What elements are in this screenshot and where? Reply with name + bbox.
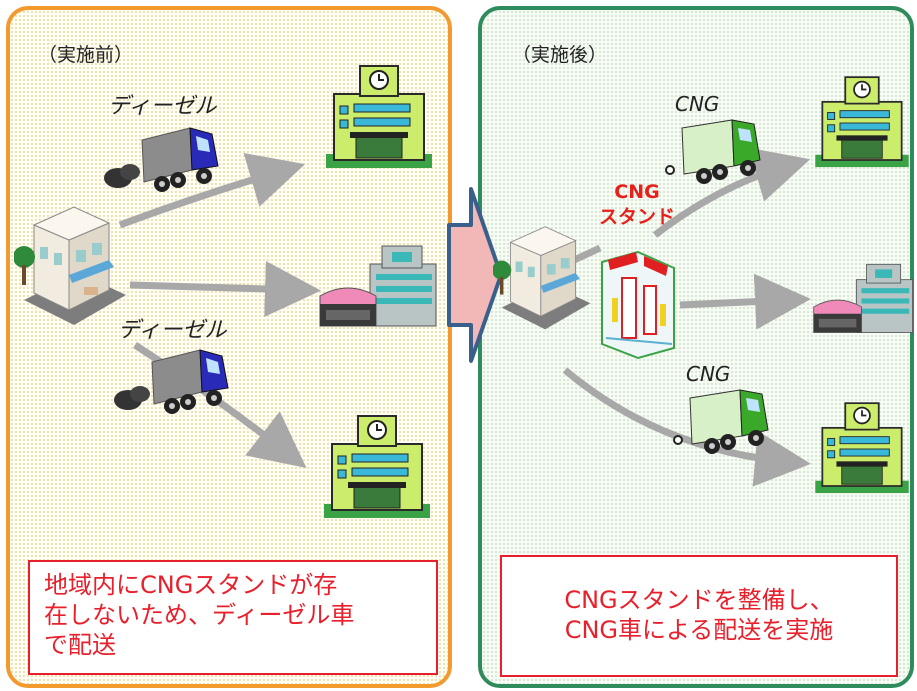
cng-stand-icon (601, 250, 675, 360)
cng-stand-label: CNG スタンド (592, 180, 682, 230)
depot-building-icon (493, 226, 591, 330)
before-title: （実施前） (38, 44, 134, 66)
before-caption-line: 地域内にCNGスタンドが存 (44, 571, 338, 599)
depot-building-icon (14, 206, 126, 325)
before-caption: 地域内にCNGスタンドが存 在しないため、ディーゼル車 で配送 (28, 560, 438, 675)
before-caption-line: 在しないため、ディーゼル車 (44, 601, 355, 629)
diesel-truck-icon (114, 349, 229, 414)
cng-truck-icon (673, 389, 769, 454)
transition-arrow-icon (447, 187, 503, 363)
arrow-after-middle (679, 273, 811, 330)
after-caption-line: CNG車による配送を実施 (564, 616, 834, 644)
after-caption-line: CNGスタンドを整備し、 (564, 586, 834, 614)
school-icon (815, 402, 909, 494)
school-icon (324, 415, 430, 518)
diesel-truck-icon (104, 127, 219, 192)
before-caption-line: で配送 (44, 631, 116, 659)
cng-label-top: CNG (675, 92, 720, 116)
cng-truck-icon (665, 119, 761, 184)
school-icon (326, 65, 432, 168)
after-caption: CNGスタンドを整備し、 CNG車による配送を実施 (500, 555, 898, 677)
cng-stand-label-line: スタンド (598, 206, 675, 228)
arrow-before-top (118, 153, 306, 229)
arrow-after-bottom (562, 367, 811, 487)
cng-label-bottom: CNG (686, 362, 731, 386)
factory-icon (319, 245, 437, 327)
factory-icon (813, 263, 914, 333)
cng-stand-label-line: CNG (614, 181, 660, 203)
diesel-label-top: ディーゼル (108, 94, 217, 119)
arrow-after-top (652, 147, 811, 238)
after-title: （実施後） (512, 44, 608, 66)
arrow-before-middle (129, 260, 321, 317)
school-icon (815, 76, 909, 168)
diesel-label-bottom: ディーゼル (118, 318, 227, 343)
